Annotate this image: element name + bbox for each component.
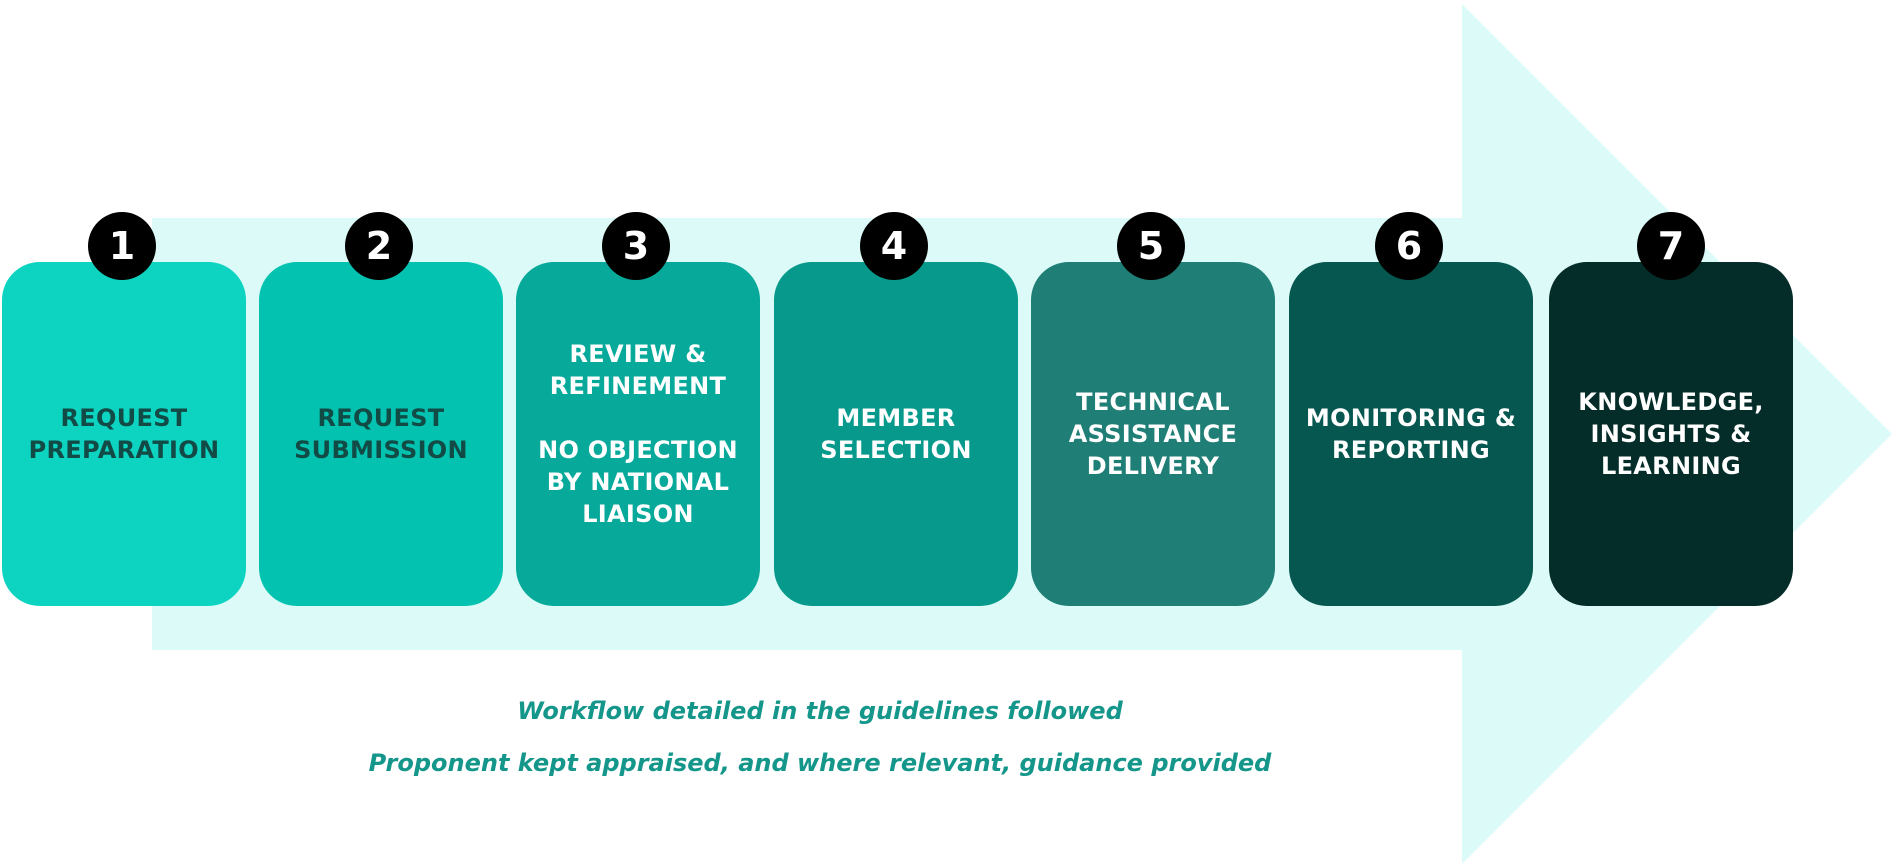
proponent-caption: Proponent kept appraised, and where rele…: [368, 749, 1272, 777]
step-label: TECHNICAL ASSISTANCE DELIVERY: [1068, 388, 1238, 480]
step-card-4: MEMBER SELECTION: [774, 262, 1018, 606]
step-card-6: MONITORING & REPORTING: [1289, 262, 1533, 606]
step-number-badge-3: 3: [602, 212, 670, 280]
step-label: REQUEST SUBMISSION: [294, 404, 468, 464]
step-number-badge-4: 4: [860, 212, 928, 280]
step-number-badge-5: 5: [1117, 212, 1185, 280]
step-label: MONITORING & REPORTING: [1305, 404, 1517, 464]
step-card-7: KNOWLEDGE, INSIGHTS & LEARNING: [1549, 262, 1793, 606]
step-label: REQUEST PREPARATION: [28, 404, 220, 464]
arrow-shape: [152, 4, 1892, 864]
step-number-badge-2: 2: [345, 212, 413, 280]
step-number-badge-6: 6: [1375, 212, 1443, 280]
step-card-3: REVIEW & REFINEMENT NO OBJECTION BY NATI…: [516, 262, 760, 606]
step-label: MEMBER SELECTION: [820, 404, 972, 464]
step-number-badge-7: 7: [1637, 212, 1705, 280]
step-number-badge-1: 1: [88, 212, 156, 280]
step-card-2: REQUEST SUBMISSION: [259, 262, 503, 606]
step-card-1: REQUEST PREPARATION: [2, 262, 246, 606]
step-label: KNOWLEDGE, INSIGHTS & LEARNING: [1578, 388, 1764, 480]
step-label: REVIEW & REFINEMENT NO OBJECTION BY NATI…: [538, 340, 738, 528]
step-card-5: TECHNICAL ASSISTANCE DELIVERY: [1031, 262, 1275, 606]
workflow-caption: Workflow detailed in the guidelines foll…: [517, 697, 1123, 725]
